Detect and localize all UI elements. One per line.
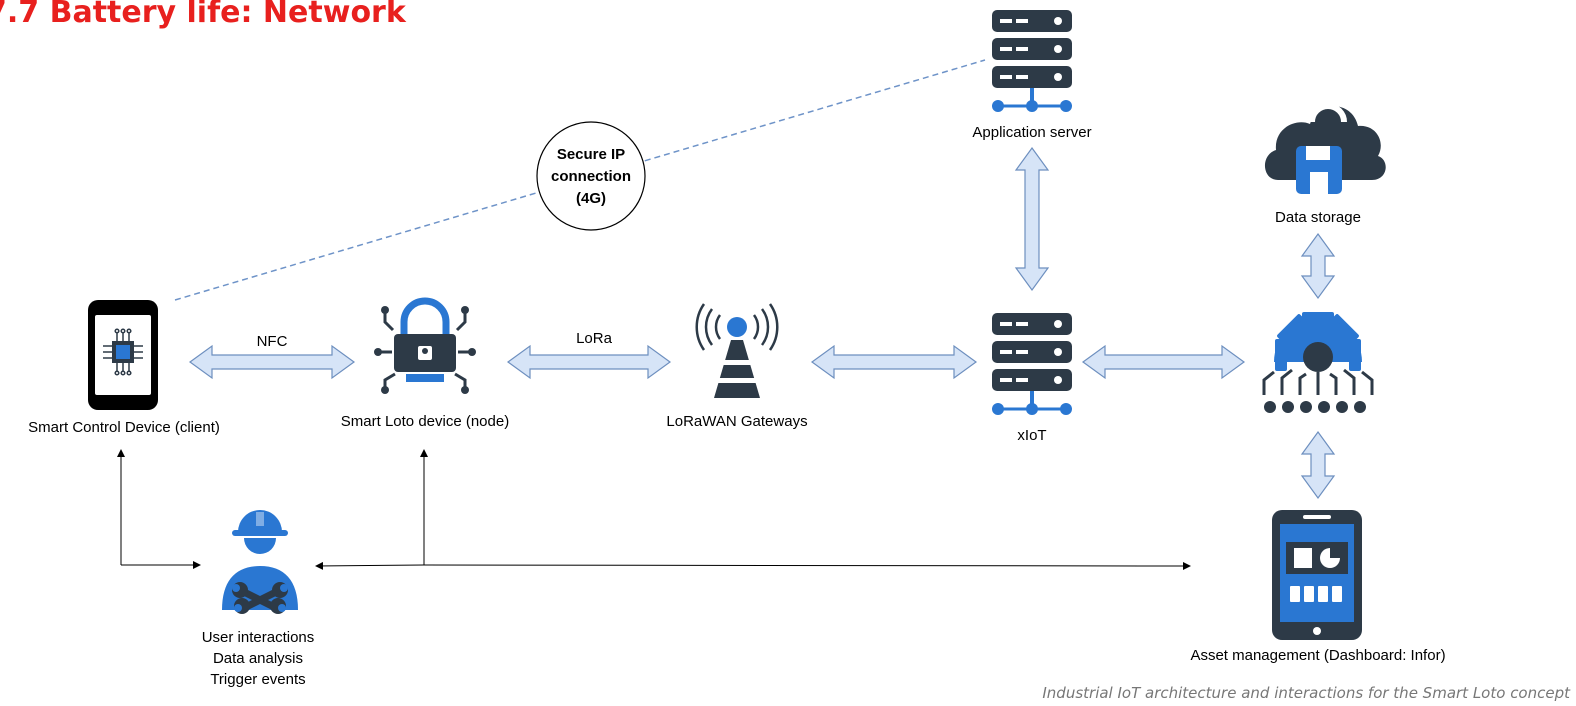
app-server-label: Application server: [972, 124, 1091, 141]
tablet-dashboard-icon: [1272, 510, 1362, 640]
xiot-label: xIoT: [1017, 427, 1046, 444]
page-title: 7.7 Battery life: Network: [0, 0, 407, 30]
arrow-hub-asset: [1300, 430, 1336, 500]
figure-caption: Industrial IoT architecture and interact…: [1042, 684, 1571, 702]
worker-wrench-icon: [222, 510, 298, 614]
user-line-2: Data analysis: [213, 650, 303, 667]
secure-ip-line-1: Secure IP: [557, 146, 625, 163]
arrow-appserver-xiot: [1014, 146, 1050, 292]
loto-label: Smart Loto device (node): [341, 413, 509, 430]
arrow-client-loto: [188, 344, 356, 380]
user-line-3: Trigger events: [210, 671, 305, 688]
asset-mgmt-label: Asset management (Dashboard: Infor): [1190, 647, 1445, 664]
server-rack-icon: [990, 311, 1074, 417]
user-line-1: User interactions: [202, 629, 315, 646]
arrow-gateway-xiot: [810, 344, 978, 380]
secure-ip-bubble: Secure IP connection (4G): [536, 121, 646, 231]
lora-label: LoRa: [576, 330, 613, 347]
arrow-xiot-hub: [1081, 344, 1246, 380]
asset-to-user-connector: [315, 561, 425, 570]
server-rack-icon: [990, 8, 1074, 114]
secure-ip-line-3: (4G): [576, 190, 606, 207]
user-to-asset-connector: [423, 561, 1191, 570]
secure-ip-line-2: connection: [551, 168, 631, 185]
cloud-save-icon: [1264, 103, 1386, 194]
smartphone-chip-icon: [88, 300, 158, 410]
nfc-label: NFC: [257, 333, 288, 350]
gear-network-icon: [1262, 312, 1374, 413]
radio-tower-icon: [695, 303, 779, 398]
padlock-circuit-icon: [374, 297, 476, 394]
client-label: Smart Control Device (client): [28, 419, 220, 436]
data-storage-label: Data storage: [1275, 209, 1361, 226]
arrow-storage-hub: [1300, 232, 1336, 300]
arrow-loto-gateway: [506, 344, 672, 380]
gateway-label: LoRaWAN Gateways: [666, 413, 807, 430]
